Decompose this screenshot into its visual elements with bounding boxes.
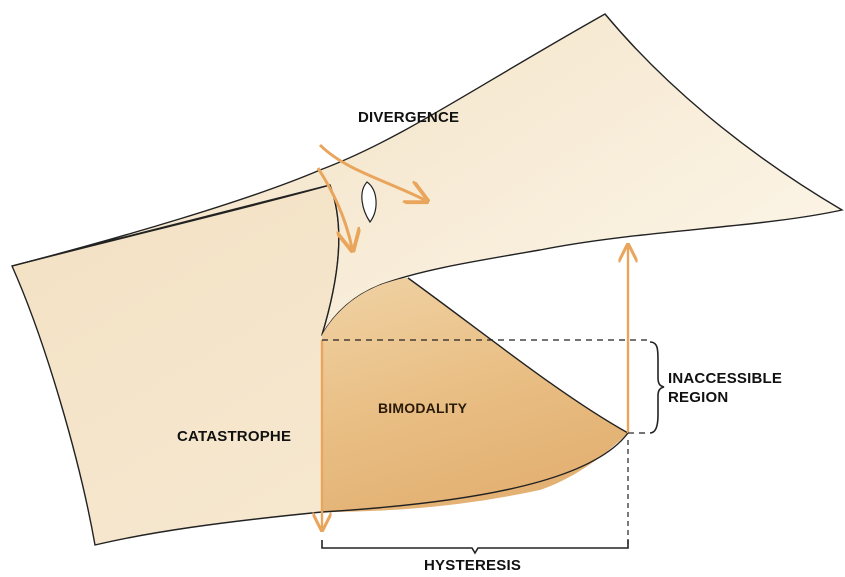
divergence-label: DIVERGENCE: [358, 109, 459, 126]
fold-region: [322, 278, 628, 512]
bimodality-label: BIMODALITY: [378, 400, 467, 416]
inaccessible-region-label: INACCESSIBLE REGION: [668, 369, 782, 407]
hysteresis-brace: [322, 540, 628, 553]
inaccessible-brace: [650, 342, 664, 433]
inaccessible-label-line2: REGION: [668, 388, 782, 407]
inaccessible-label-line1: INACCESSIBLE: [668, 369, 782, 388]
hysteresis-label: HYSTERESIS: [424, 557, 521, 574]
catastrophe-label: CATASTROPHE: [177, 428, 291, 445]
